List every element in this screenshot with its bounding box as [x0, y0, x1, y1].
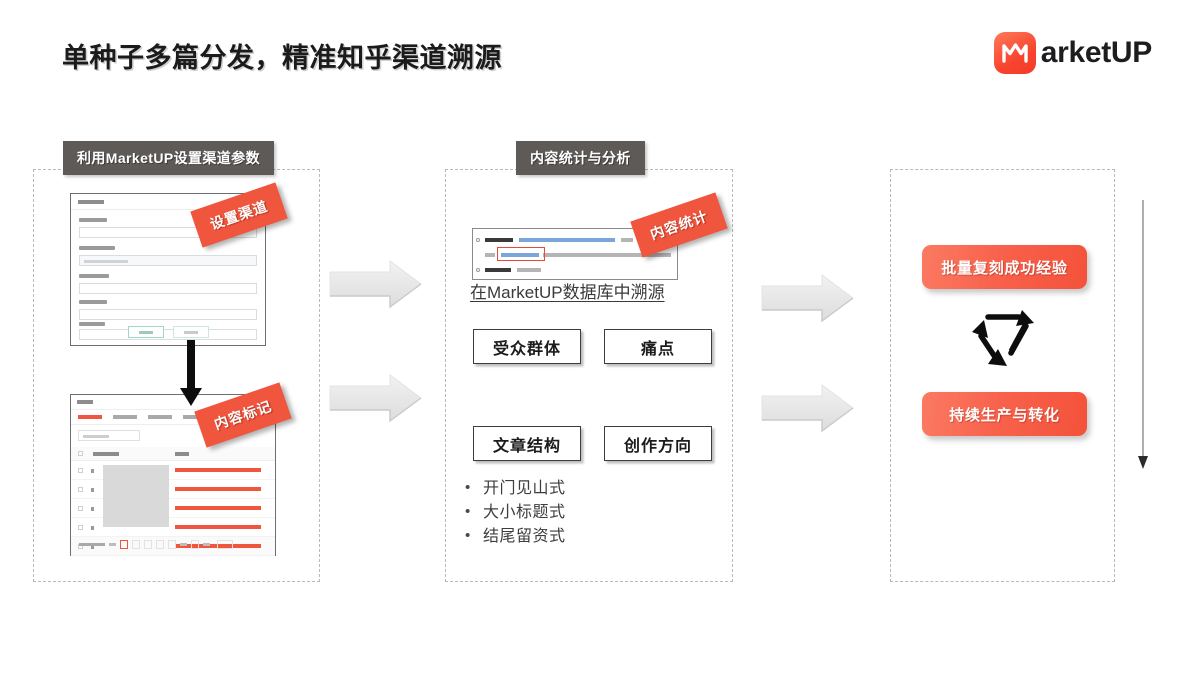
brand-logo: arketUP	[993, 32, 1153, 74]
row-index	[91, 469, 94, 473]
structure-bullet-list: 开门见山式 大小标题式 结尾留资式	[463, 476, 566, 549]
page-number[interactable]	[191, 540, 199, 549]
form-field-label	[79, 246, 115, 250]
channel-parameter-form-screenshot	[70, 193, 266, 346]
table-tab[interactable]	[113, 415, 137, 419]
row-checkbox[interactable]	[78, 468, 83, 473]
form-title-placeholder	[78, 200, 104, 204]
pagination-ellipsis	[180, 543, 187, 546]
box-pain-point: 痛点	[604, 329, 712, 364]
table-title-placeholder	[77, 400, 93, 404]
log-highlighted-value[interactable]	[501, 253, 539, 257]
row-index	[91, 545, 94, 549]
tree-toggle-icon[interactable]	[476, 268, 480, 272]
page-jump-input[interactable]	[217, 540, 233, 549]
highlight-box	[497, 247, 545, 261]
form-confirm-button[interactable]	[127, 326, 164, 338]
form-buttons	[71, 326, 265, 338]
log-key	[485, 268, 511, 272]
row-checkbox[interactable]	[78, 506, 83, 511]
form-field-input[interactable]	[79, 255, 257, 266]
row-link[interactable]	[175, 544, 261, 548]
table-row[interactable]	[71, 461, 275, 480]
table-tab[interactable]	[148, 415, 172, 419]
log-value	[517, 268, 541, 272]
arrow-down-icon	[178, 340, 204, 411]
chevron-left-icon[interactable]	[109, 543, 116, 546]
log-key	[485, 253, 495, 257]
list-item: 结尾留资式	[463, 524, 566, 549]
arrow-right-icon	[328, 372, 424, 429]
table-column-header	[175, 452, 189, 456]
arrow-right-icon	[760, 382, 856, 439]
select-all-checkbox[interactable]	[78, 451, 83, 456]
table-row[interactable]	[71, 480, 275, 499]
table-column-header	[93, 452, 119, 456]
pill-continuous-production: 持续生产与转化	[922, 392, 1087, 436]
log-key	[485, 238, 513, 242]
log-value	[543, 253, 671, 257]
panel-middle-header: 内容统计与分析	[516, 141, 645, 175]
table-tab[interactable]	[78, 415, 102, 419]
recycle-icon	[962, 304, 1044, 383]
panel-left-header: 利用MarketUP设置渠道参数	[63, 141, 274, 175]
form-cancel-button[interactable]	[172, 326, 209, 338]
page-number[interactable]	[132, 540, 140, 549]
row-link[interactable]	[175, 468, 261, 472]
form-field-input[interactable]	[79, 227, 257, 238]
arrow-right-icon	[328, 258, 424, 315]
page-number[interactable]	[144, 540, 152, 549]
marketup-logo-mark-icon	[993, 32, 1036, 74]
row-link[interactable]	[175, 525, 261, 529]
arrow-right-icon	[760, 272, 856, 329]
log-meta	[621, 238, 633, 242]
row-link[interactable]	[175, 506, 261, 510]
table-search-input[interactable]	[78, 430, 140, 441]
form-field-label	[79, 274, 109, 278]
table-header-row	[71, 447, 275, 461]
form-field-label	[79, 322, 105, 326]
row-checkbox[interactable]	[78, 487, 83, 492]
arrow-down-line-icon	[1136, 200, 1150, 475]
panel-right	[890, 169, 1115, 582]
form-field-input[interactable]	[79, 309, 257, 320]
table-row[interactable]	[71, 499, 275, 518]
pagination-label	[79, 542, 105, 547]
box-audience-group: 受众群体	[473, 329, 581, 364]
logo-text: arketUP	[1040, 36, 1153, 69]
table-row[interactable]	[71, 518, 275, 537]
redacted-block	[103, 465, 169, 527]
row-index	[91, 488, 94, 492]
table-pagination	[71, 540, 275, 549]
page-title: 单种子多篇分发，精准知乎渠道溯源	[62, 43, 502, 73]
tree-toggle-icon[interactable]	[476, 238, 480, 242]
pill-replicate-success: 批量复刻成功经验	[922, 245, 1087, 289]
form-field-input[interactable]	[79, 283, 257, 294]
page-number[interactable]	[168, 540, 176, 549]
source-trace-link[interactable]: 在MarketUP数据库中溯源	[470, 283, 665, 302]
chevron-right-icon[interactable]	[203, 543, 210, 546]
list-item: 开门见山式	[463, 476, 566, 501]
box-creation-direction: 创作方向	[604, 426, 712, 461]
page-number[interactable]	[120, 540, 128, 549]
row-index	[91, 526, 94, 530]
list-item: 大小标题式	[463, 500, 566, 525]
page-number[interactable]	[156, 540, 164, 549]
form-field-label	[79, 218, 107, 222]
row-link[interactable]	[175, 487, 261, 491]
row-index	[91, 507, 94, 511]
log-value-link[interactable]	[519, 238, 615, 242]
row-checkbox[interactable]	[78, 525, 83, 530]
form-field-input[interactable]	[79, 329, 257, 340]
form-field-label	[79, 300, 107, 304]
box-article-structure: 文章结构	[473, 426, 581, 461]
